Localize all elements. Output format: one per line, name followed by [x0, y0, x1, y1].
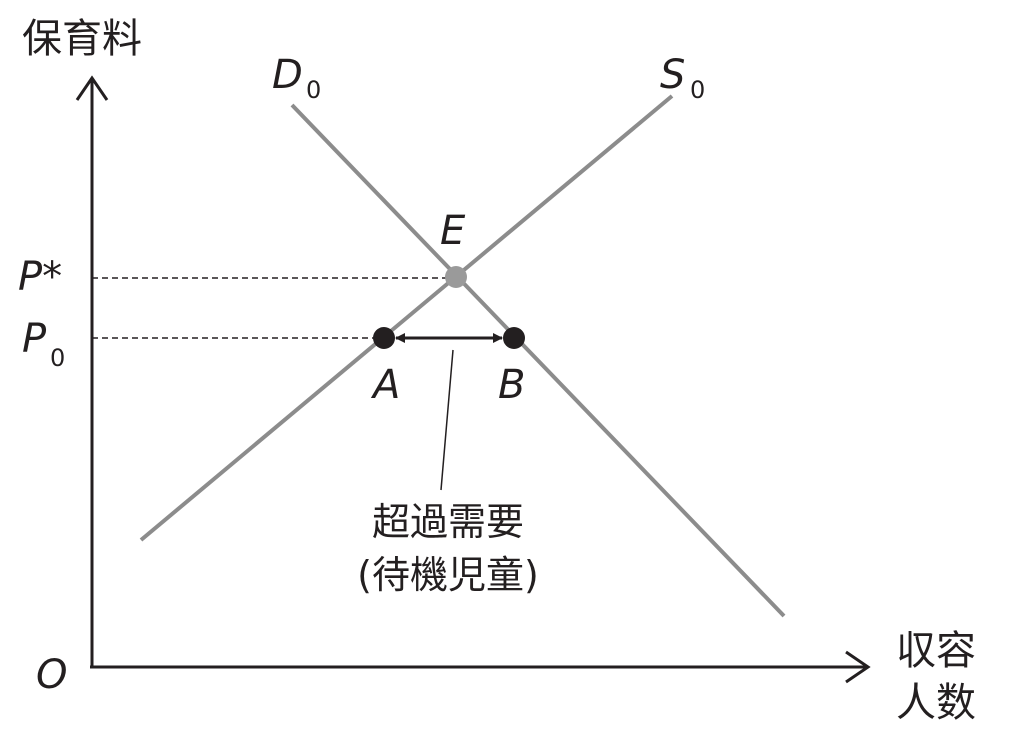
y-axis-label: 保育料 — [22, 16, 142, 62]
y-axis-arrowhead — [75, 75, 109, 101]
p0-subscript: 0 — [50, 344, 65, 372]
x-axis-arrowhead — [845, 650, 871, 684]
point-a — [373, 327, 395, 349]
point-b-label: B — [498, 362, 525, 408]
point-a-label: A — [370, 362, 400, 408]
p0-label: P — [22, 316, 47, 362]
point-b — [503, 327, 525, 349]
origin-label: O — [36, 652, 67, 698]
annotation-line1: 超過需要 — [372, 500, 524, 544]
annotation-leader-line — [440, 349, 454, 491]
supply-curve-subscript: 0 — [690, 76, 705, 104]
p-star-label: P* — [18, 254, 62, 300]
x-axis-label-line2: 人数 — [896, 680, 976, 726]
equilibrium-label: E — [440, 208, 466, 254]
supply-curve-label: S — [660, 52, 685, 98]
annotation-line2: (待機児童) — [357, 553, 539, 597]
demand-curve-subscript: 0 — [306, 76, 321, 104]
demand-curve-label: D — [272, 52, 303, 98]
x-axis-label-line1: 収容 — [896, 628, 976, 674]
demand-curve — [290, 103, 786, 618]
supply-curve — [139, 94, 674, 542]
equilibrium-point — [445, 266, 467, 288]
